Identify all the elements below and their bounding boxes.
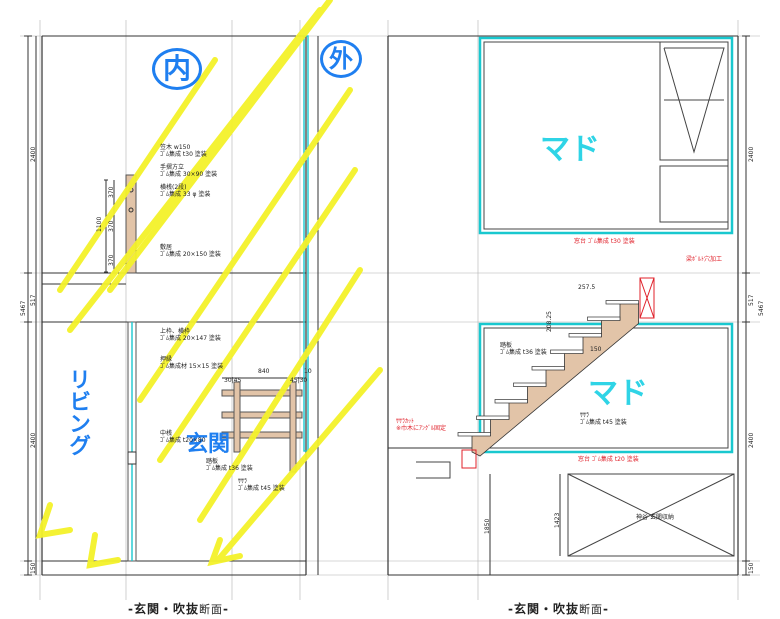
note-madodai-lower: 窓台 ｺﾞﾑ集成 t20 塗装	[578, 456, 639, 463]
caption-right: -玄関・吹抜断面-	[508, 602, 609, 616]
note-madodai-upper: 窓台 ｺﾞﾑ集成 t30 塗装	[574, 238, 635, 245]
dim-run: 1423	[554, 512, 561, 528]
grid-lines	[20, 20, 760, 600]
dim-stair-len: 1850	[484, 518, 491, 534]
dim-rail-c: 370	[108, 254, 115, 266]
stair-top-box	[461, 277, 655, 469]
dim-riser: 208.25	[546, 311, 553, 332]
dim-side-right: 10	[304, 368, 312, 375]
stair-tread	[568, 333, 602, 338]
dim-diag: 150	[590, 346, 602, 353]
dim-right-total: 5467	[758, 300, 765, 316]
note-sasara-right: ｻｻﾗｺﾞﾑ集成 t45 塗装	[580, 412, 627, 426]
hand-label-living: リビング	[65, 368, 90, 456]
note-oshibuchi: 押縁ｺﾞﾑ集成材 15×15 塗装	[160, 356, 224, 370]
note-nakasan: 中桟ｺﾞﾑ集成 t20×80	[160, 430, 206, 444]
note-sasara-cut: ｻｻﾗｶｯﾄ※巾木にｱﾝｸﾞﾙ固定	[396, 418, 447, 432]
dim-right-upper: 2400	[748, 146, 755, 162]
dim-tread: 257.5	[578, 284, 596, 291]
note-sasara-left: ｻｻﾗｺﾞﾑ集成 t45 塗装	[238, 478, 285, 492]
dim-rail-a: 370	[108, 186, 115, 198]
stair-tread	[513, 382, 547, 387]
hand-label-entrance: 玄関	[186, 432, 231, 457]
note-yokosan: 横桟(2段)ｺﾞﾑ集成 33 φ 塗装	[160, 184, 211, 198]
caption-left: -玄関・吹抜断面-	[128, 602, 229, 616]
note-shikii: 敷居ｺﾞﾑ集成 20×150 塗装	[160, 244, 221, 258]
note-tesuri: 手摺方立ｺﾞﾑ集成 30×90 塗装	[160, 164, 218, 178]
dim-left-base: 150	[30, 562, 37, 574]
dim-right-base: 150	[748, 562, 755, 574]
hand-label-window-upper: マド	[540, 132, 600, 167]
dim-right-lower: 2400	[748, 432, 755, 448]
stair-tread	[550, 349, 584, 354]
dim-shelf-right: 45|30	[290, 377, 308, 384]
stair-tread	[531, 366, 565, 371]
yellow-strokes	[35, 0, 383, 569]
note-beam-bolt: 梁ﾎﾞﾙﾄ穴加工	[686, 256, 723, 263]
note-fumiita-right: 踏板ｺﾞﾑ集成 t36 塗装	[500, 342, 547, 356]
note-genkan-storage: 神谷 玄関収納	[636, 514, 674, 521]
stair-tread	[605, 300, 639, 305]
dim-left-total: 5467	[20, 300, 27, 316]
stair-group	[457, 300, 639, 457]
dim-left-lower: 2400	[30, 432, 37, 448]
hand-label-outside: 外	[320, 40, 362, 78]
dim-shelf-left: 30|45	[224, 377, 242, 384]
hand-label-window-lower: マド	[588, 376, 648, 411]
stair-tread	[476, 415, 510, 420]
note-fumiita-left: 踏板ｺﾞﾑ集成 t36 塗装	[206, 458, 253, 472]
stair-tread	[494, 399, 528, 404]
dim-left-upper: 2400	[30, 146, 37, 162]
dim-right-middle: 517	[748, 294, 755, 306]
dim-rail-b: 370	[108, 220, 115, 232]
dim-shelf-width: 840	[258, 368, 270, 375]
note-uwawaku: 上枠、横枠ｺﾞﾑ集成 20×147 塗装	[160, 328, 221, 342]
dim-rail-height: 1100	[96, 216, 103, 232]
stair-tread	[457, 432, 491, 437]
hand-label-inside: 内	[152, 48, 203, 90]
dim-left-middle: 517	[30, 294, 37, 306]
right-section	[387, 35, 750, 576]
stair-tread	[587, 316, 621, 321]
